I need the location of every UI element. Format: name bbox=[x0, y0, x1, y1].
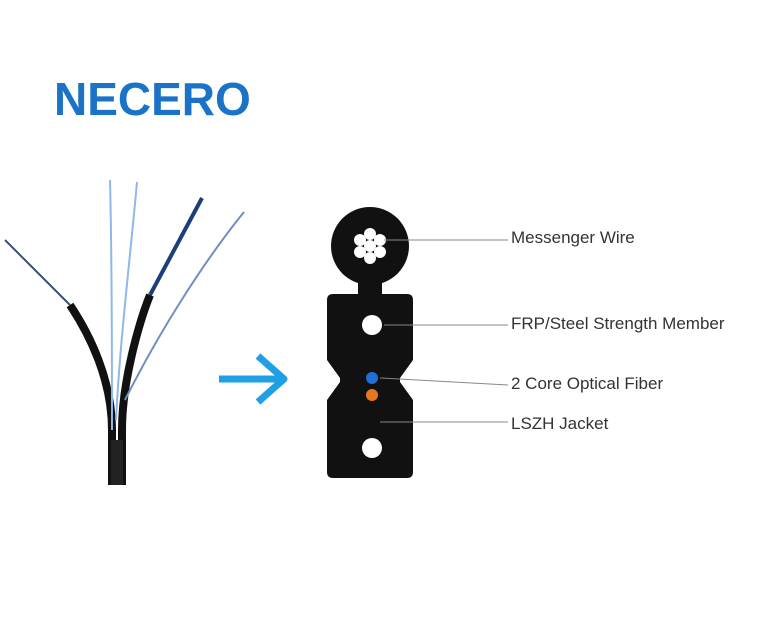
cable-photo bbox=[4, 179, 245, 485]
cable-cross-section bbox=[327, 207, 413, 478]
fiber-strand bbox=[4, 239, 71, 306]
fiber-strand bbox=[124, 211, 245, 401]
cable-strand bbox=[148, 197, 204, 296]
cable-jacket-left bbox=[66, 302, 116, 485]
strength-member-bottom bbox=[362, 438, 382, 458]
fiber-strand bbox=[109, 179, 113, 431]
fiber-strand bbox=[115, 181, 138, 421]
label-jacket: LSZH Jacket bbox=[511, 414, 609, 433]
cable-jacket-right bbox=[118, 293, 154, 485]
arrow-right-icon bbox=[219, 353, 288, 405]
strength-member-top bbox=[362, 315, 382, 335]
optical-fiber-orange bbox=[366, 389, 378, 401]
label-messenger-wire: Messenger Wire bbox=[511, 228, 635, 247]
label-strength-member: FRP/Steel Strength Member bbox=[511, 314, 725, 333]
lszh-jacket-body bbox=[327, 294, 413, 478]
messenger-wire-strands bbox=[354, 228, 386, 264]
label-optical-fiber: 2 Core Optical Fiber bbox=[511, 374, 664, 393]
optical-fiber-blue bbox=[366, 372, 378, 384]
leader-lines bbox=[379, 239, 509, 423]
brand-logo-text: NECERO bbox=[54, 73, 251, 125]
